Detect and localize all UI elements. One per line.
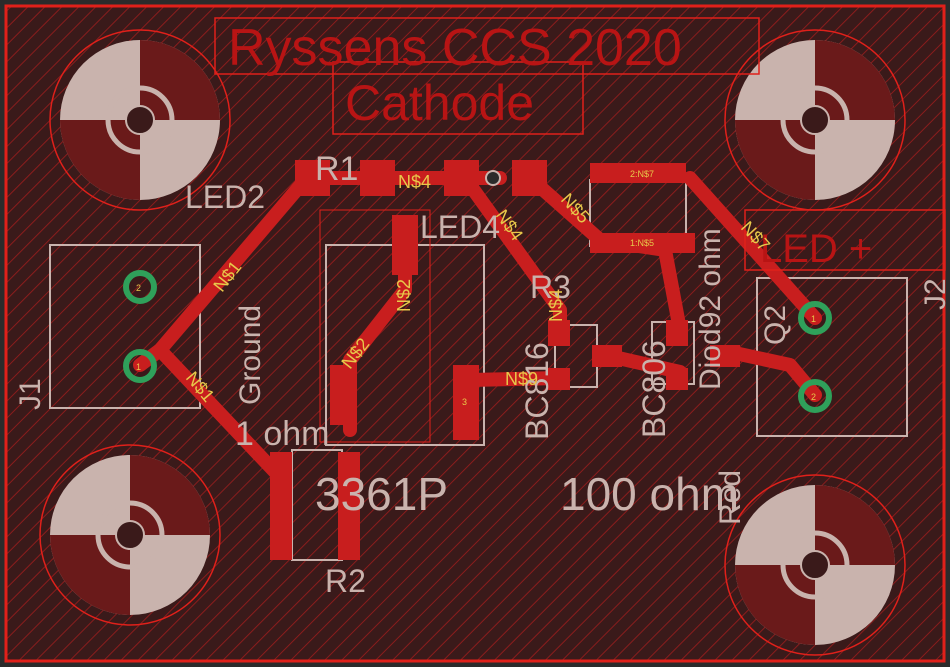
red-label: Red	[714, 470, 747, 525]
ground-label: Ground	[234, 305, 267, 405]
mounting-hole-bottom-left	[39, 444, 221, 626]
ohm-1-label: 1 ohm	[235, 415, 330, 453]
title-box	[214, 17, 760, 75]
subtitle-box	[332, 61, 584, 135]
j1-outline	[49, 244, 201, 409]
pad-label-n5: 1:N$5	[630, 238, 654, 248]
trimmer-value: 3361P	[315, 468, 448, 520]
pad-label-j2-1: 1	[811, 314, 816, 324]
net-label-n4-low: N$4	[546, 289, 566, 322]
net-label-n9: N$9	[505, 369, 538, 389]
led-plus-box	[744, 209, 946, 271]
ohm-100-label: 100 ohm	[560, 468, 739, 520]
via	[485, 170, 501, 186]
led2-label: LED2	[185, 179, 265, 215]
q1-value: BC816	[519, 342, 555, 440]
q2-ref: Q2	[759, 305, 792, 345]
pad-label-n7: 2:N$7	[630, 169, 654, 179]
pad-label-j2-2: 2	[811, 392, 816, 402]
trimmer-keepout	[319, 209, 431, 443]
board-subtitle: Cathode	[345, 75, 534, 131]
pad-label-j1-2: 2	[136, 283, 141, 293]
led4-label: LED4	[420, 209, 500, 245]
mounting-hole-top-left	[49, 29, 231, 211]
j2-label: J2	[919, 278, 950, 310]
r1-label: R1	[315, 150, 358, 188]
board-title: Ryssens CCS 2020	[228, 19, 682, 77]
smd-pads	[270, 160, 740, 560]
pad-label-j1-1: 1	[136, 362, 141, 372]
net-label-n2-upper: N$2	[394, 279, 414, 312]
q2-value: BC806	[636, 340, 672, 438]
r3-label: R3	[530, 269, 571, 305]
net-label-n4-top: N$4	[398, 172, 431, 192]
led-plus-label: LED +	[760, 227, 872, 271]
mounting-hole-bottom-right	[724, 474, 906, 656]
pad-label-trimmer-3: 3	[462, 397, 467, 407]
diode-value: Diod92 ohm	[694, 228, 727, 390]
through-hole-pads	[123, 270, 832, 413]
r2-label: R2	[325, 563, 366, 599]
j1-label: J1	[14, 378, 47, 410]
